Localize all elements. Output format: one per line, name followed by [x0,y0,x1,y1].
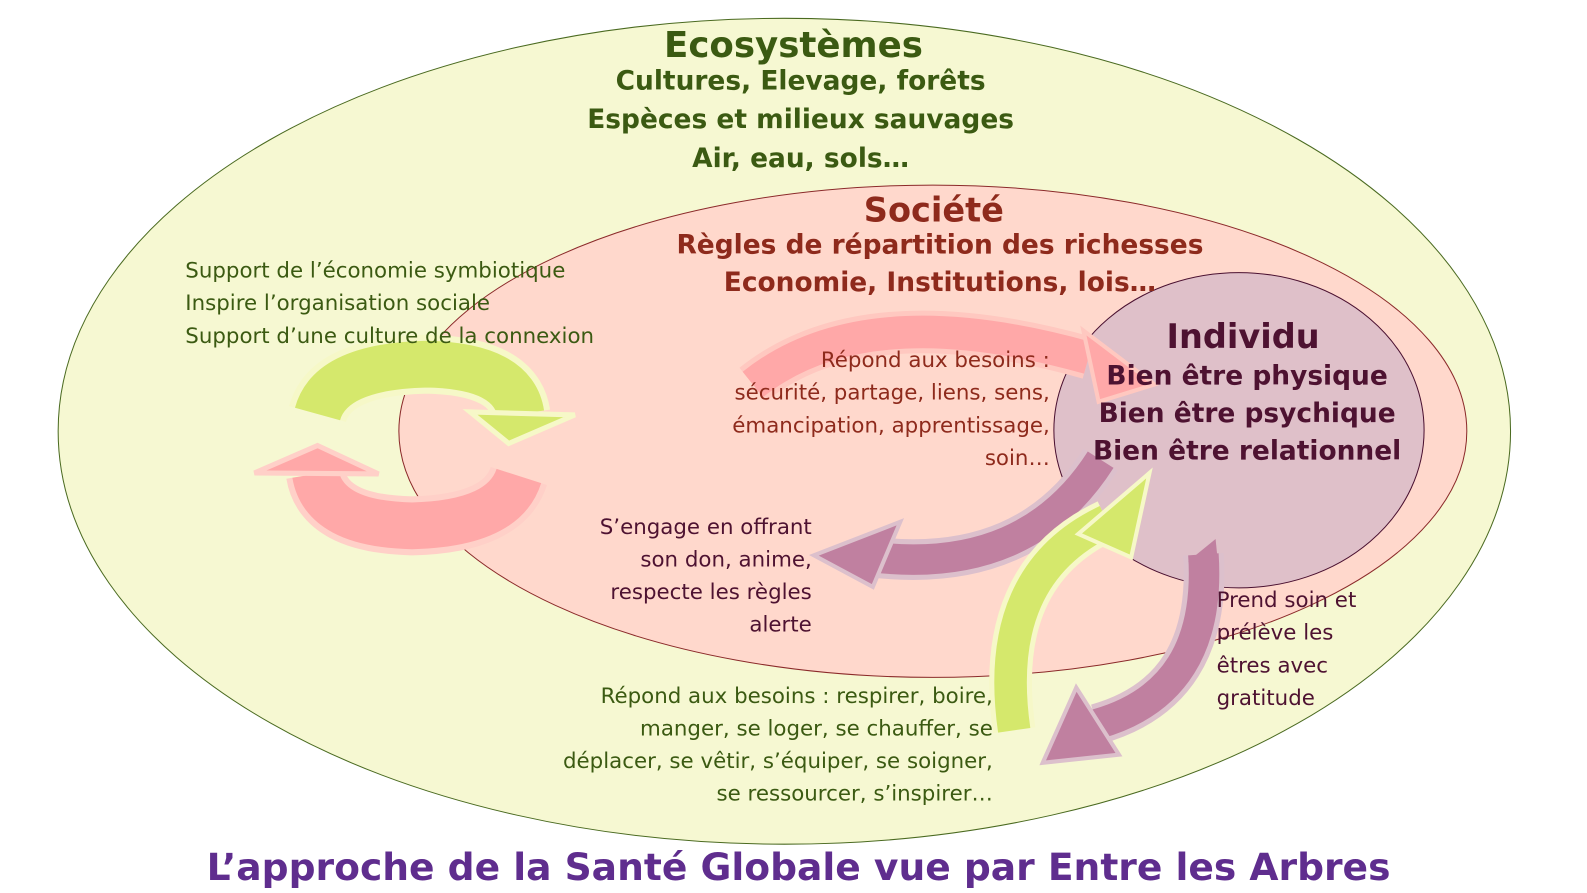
individual-title: Individu [1166,317,1319,356]
individual-to-society-arrow-icon [808,448,1118,590]
society-line: Economie, Institutions, lois… [724,267,1156,298]
society-to-individual-text: émancipation, apprentissage, [732,413,1050,438]
pink-cycle-arrow-icon [253,442,547,556]
individual-to-society-text: S’engage en offrant [600,515,812,540]
ecosystems-line: Cultures, Elevage, forêts [616,66,986,97]
individual-to-society-text: alerte [749,613,811,638]
ecosystem-to-society-text: Support de l’économie symbiotique [185,259,565,284]
society-to-individual-text: sécurité, partage, liens, sens, [735,381,1050,406]
individual-ellipse [1053,272,1425,589]
ecosystems-title: Ecosystèmes [664,25,923,66]
individual-to-ecosystem-text: Prend soin et [1217,588,1357,613]
ecosystem-to-individual-text: manger, se loger, se chauffer, se [640,716,993,741]
individual-to-society-text: son don, anime, [640,548,811,573]
individual-to-society-text: respecte les règles [610,580,811,605]
society-to-individual-text: soin… [985,446,1050,471]
individual-to-ecosystem-text: êtres avec [1217,653,1328,678]
society-to-individual-arrow-icon [739,310,1159,405]
individual-to-ecosystem-text: prélève les [1217,621,1334,646]
individual-line: Bien être physique [1106,360,1387,391]
individual-to-ecosystem-arrow-icon [1039,539,1225,766]
ecosystems-line: Air, eau, sols… [692,143,909,174]
ecosystems-line: Espèces et milieux sauvages [587,104,1014,135]
individual-line: Bien être psychique [1099,398,1396,429]
green-cycle-arrow-icon [289,334,576,447]
ecosystem-to-society-text: Inspire l’organisation sociale [185,291,490,316]
ecosystem-to-individual-text: déplacer, se vêtir, s’équiper, se soigne… [563,749,993,774]
individual-line: Bien être relationnel [1093,436,1401,467]
ecosystem-to-individual-text: Répond aux besoins : respirer, boire, [601,684,993,709]
society-title: Société [864,191,1004,230]
individual-to-ecosystem-text: gratitude [1217,686,1315,711]
diagram-caption: L’approche de la Santé Globale vue par E… [207,845,1391,889]
ecosystem-to-society-text: Support d’une culture de la connexion [185,324,594,349]
society-to-individual-text: Répond aux besoins : [821,348,1050,373]
ecosystem-to-individual-text: se ressourcer, s’inspirer… [717,781,993,806]
ecosystem-to-individual-arrow-icon [989,467,1153,734]
society-line: Règles de répartition des richesses [676,229,1203,260]
